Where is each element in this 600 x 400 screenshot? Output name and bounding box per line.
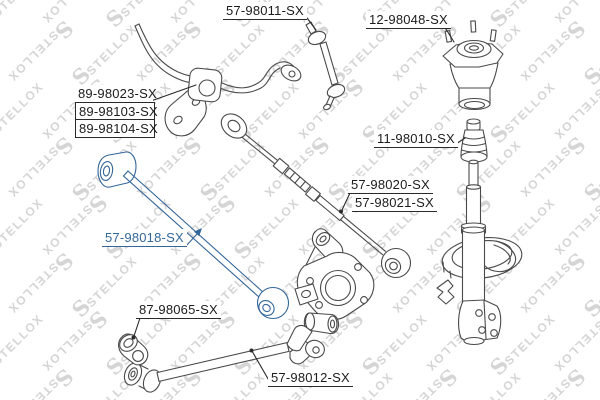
part-label-12-98048-sx[interactable]: 12-98048-SX: [366, 11, 451, 29]
knuckle-drawing: [294, 228, 375, 335]
stabilizer-bushing-drawing: [187, 67, 223, 103]
part-label-87-98065-sx[interactable]: 87-98065-SX: [136, 301, 221, 319]
highlighted-rod-drawing[interactable]: [97, 151, 290, 320]
stabilizer-bar-drawing: [134, 23, 302, 94]
bump-stop-drawing: [460, 118, 488, 163]
part-label-57-98020-sx[interactable]: 57-98020-SX: [348, 176, 433, 194]
highlight-arrow-icon: [194, 228, 202, 237]
small-bushing-drawing: [118, 333, 149, 366]
part-label-57-98011-sx[interactable]: 57-98011-SX: [223, 2, 307, 20]
strut-mount-drawing: [442, 20, 504, 111]
strut-drawing: [436, 159, 523, 346]
part-label-57-98021-sx[interactable]: 57-98021-SX: [352, 194, 437, 212]
part-label-57-98012-sx[interactable]: 57-98012-SX: [268, 369, 353, 387]
part-label-11-98010-sx[interactable]: 11-98010-SX: [374, 130, 458, 148]
part-label-89-98104-sx[interactable]: 89-98104-SX: [75, 119, 158, 138]
trailing-rod-drawing: [123, 324, 325, 393]
stabilizer-link-drawing: [305, 21, 346, 111]
leader-lines: [131, 17, 466, 385]
track-control-rod-drawing: [220, 113, 412, 279]
part-label-89-98023-sx[interactable]: 89-98023-SX: [75, 85, 157, 103]
part-label-89-98103-sx[interactable]: 89-98103-SX: [75, 102, 158, 121]
part-label-57-98018-sx-selected[interactable]: 57-98018-SX: [102, 229, 187, 247]
